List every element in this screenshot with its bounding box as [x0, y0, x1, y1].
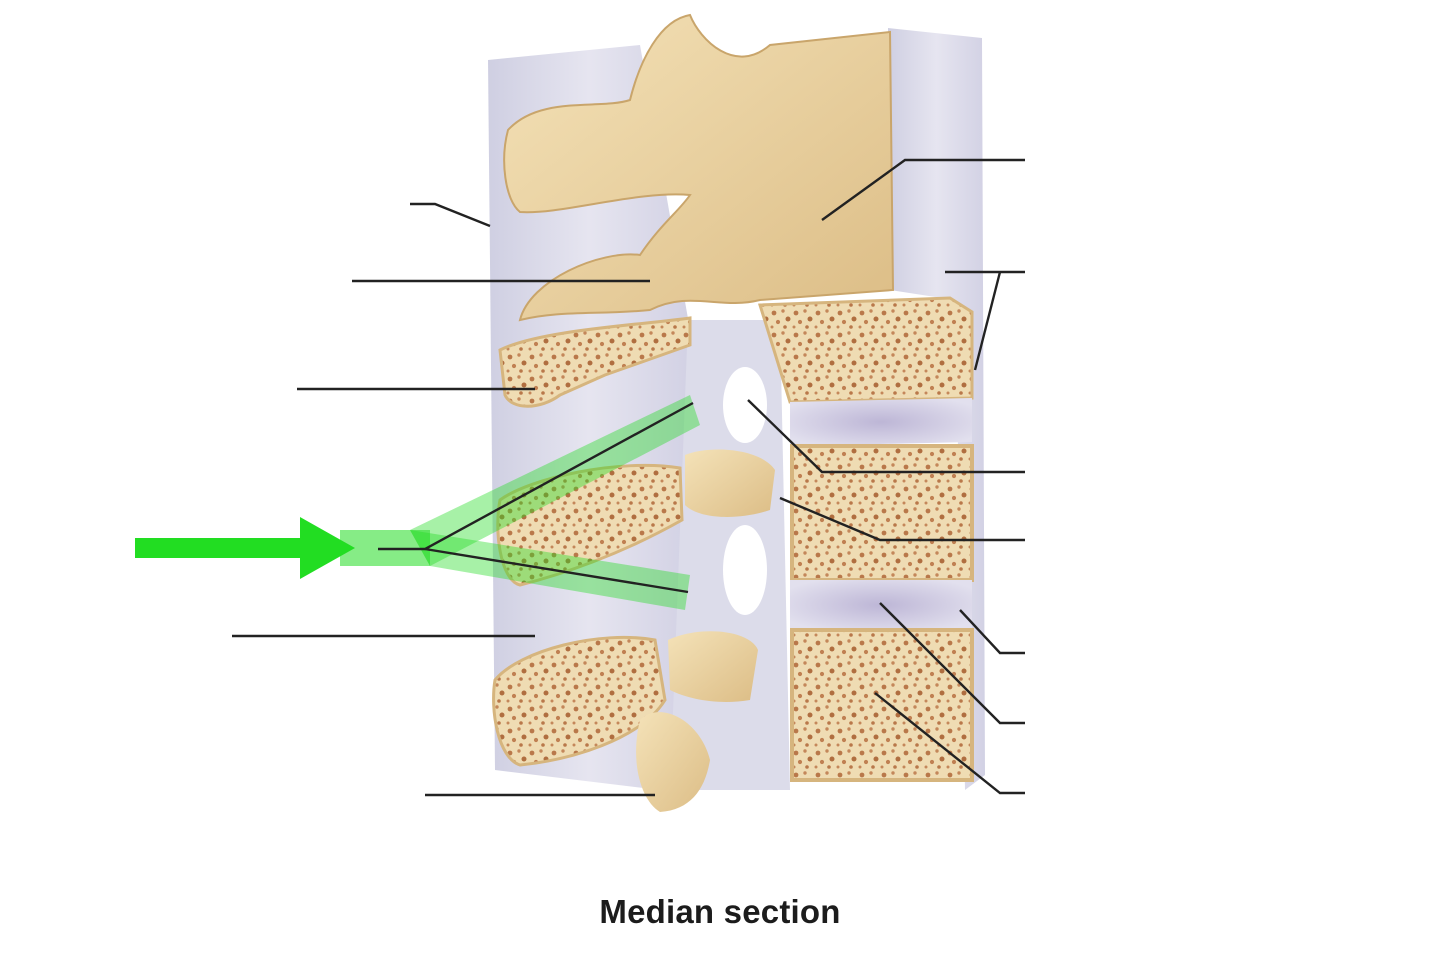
leader-lines [232, 158, 1025, 797]
lamina-3 [668, 631, 758, 702]
vertebral-body-2 [790, 444, 974, 582]
leader-line-right-6 [879, 602, 1025, 725]
leader-line-left-1 [410, 202, 491, 228]
figure-caption: Median section [599, 893, 841, 930]
leader-line-left-4b [424, 547, 689, 594]
vertebral-body-3 [790, 628, 974, 782]
upper-vertebra-processes [503, 13, 895, 322]
leader-line-right-5 [959, 609, 1025, 655]
intervertebral-disc-1 [790, 398, 972, 446]
lamina-2 [685, 449, 775, 517]
spinous-process-1 [498, 316, 692, 408]
vertebral-body-1 [757, 296, 974, 404]
supraspinous-ligament [488, 45, 690, 790]
leader-line-right-3 [747, 399, 1025, 474]
spinous-process-3 [492, 635, 667, 767]
intervertebral-foramen-2 [723, 525, 767, 615]
leader-line-right-2b [973, 271, 1002, 371]
intervertebral-foramen-1 [723, 367, 767, 443]
articular-process-bottom [636, 712, 710, 812]
leader-line-right-1 [821, 158, 1025, 221]
leader-line-right-7 [874, 692, 1025, 795]
leader-line-right-4 [779, 496, 1025, 542]
anterior-longitudinal-ligament [888, 28, 985, 790]
